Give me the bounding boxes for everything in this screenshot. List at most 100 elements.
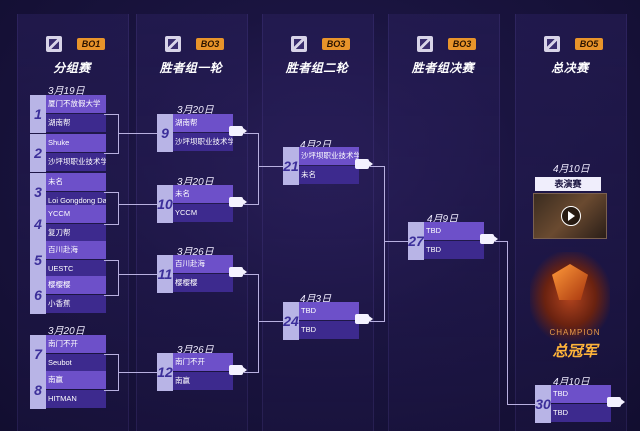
team-name: TBD xyxy=(551,404,611,422)
team-name: 沙坪坝职业技术学院 xyxy=(299,147,359,165)
exhibition-label: 表演赛 xyxy=(535,177,601,191)
match-card[interactable]: 21 沙坪坝职业技术学院 未名 xyxy=(283,147,373,185)
bracket-line xyxy=(258,133,259,205)
bracket-line xyxy=(244,372,258,373)
match-date: 4月10日 xyxy=(553,377,590,388)
dota-logo-icon xyxy=(417,36,433,52)
bracket-line xyxy=(104,260,118,261)
bracket-line xyxy=(118,114,119,154)
bracket-line xyxy=(244,133,258,134)
match-date: 3月20日 xyxy=(177,177,214,188)
team-name: 沙坪坝职业技术学院 xyxy=(173,133,233,151)
video-camera-icon[interactable] xyxy=(355,314,373,324)
match-card[interactable]: 27 TBD TBD xyxy=(408,222,498,260)
bracket-line xyxy=(258,321,283,322)
team-name: TBD xyxy=(551,385,611,403)
bracket-line xyxy=(118,260,119,296)
team-name: Seubot xyxy=(46,354,106,372)
bracket-line xyxy=(495,241,507,242)
bracket-line xyxy=(118,204,157,205)
match-card[interactable]: 4 YCCM 复刀帮 xyxy=(30,205,110,243)
bracket-line xyxy=(370,321,384,322)
match-number: 5 xyxy=(30,241,46,279)
exhibition-video[interactable] xyxy=(533,193,607,239)
round-header-1: BO1 分组赛 xyxy=(17,22,127,76)
match-number: 10 xyxy=(157,185,173,223)
bracket-line xyxy=(384,166,385,322)
bracket-line xyxy=(104,224,118,225)
team-name: HITMAN xyxy=(46,390,106,408)
match-number: 9 xyxy=(157,114,173,152)
bracket-line xyxy=(384,241,408,242)
match-date: 4月2日 xyxy=(300,140,332,151)
bo-badge: BO1 xyxy=(77,38,105,50)
team-name: 百川赴海 xyxy=(173,255,233,273)
video-camera-icon[interactable] xyxy=(229,126,247,136)
match-card[interactable]: 8 南赢 HITMAN xyxy=(30,371,110,409)
match-number: 2 xyxy=(30,134,46,172)
video-camera-icon[interactable] xyxy=(480,234,498,244)
bracket-line xyxy=(370,166,384,167)
team-name: 沙坪坝职业技术学院 xyxy=(46,153,106,171)
match-number: 27 xyxy=(408,222,424,260)
bracket-line xyxy=(104,153,118,154)
video-camera-icon[interactable] xyxy=(229,365,247,375)
team-name: TBD xyxy=(424,222,484,240)
bracket-line xyxy=(104,354,118,355)
round-title: 分组赛 xyxy=(53,61,91,75)
bo-badge: BO3 xyxy=(322,38,350,50)
team-name: 厦门不放假大学 xyxy=(46,95,106,113)
match-number: 30 xyxy=(535,385,551,423)
bracket-line xyxy=(104,390,118,391)
match-card[interactable]: 2 Shuke 沙坪坝职业技术学院 xyxy=(30,134,110,172)
dota-logo-icon xyxy=(544,36,560,52)
match-date: 3月20日 xyxy=(48,326,85,337)
match-date: 3月26日 xyxy=(177,247,214,258)
bo-badge: BO3 xyxy=(448,38,476,50)
bracket-line xyxy=(118,372,157,373)
team-name: Shuke xyxy=(46,134,106,152)
match-card[interactable]: 12 南门不开 南赢 xyxy=(157,353,247,391)
match-card[interactable]: 5 百川赴海 UESTC xyxy=(30,241,110,279)
round-title: 胜者组决赛 xyxy=(411,61,475,75)
match-card[interactable]: 24 TBD TBD xyxy=(283,302,373,340)
round-title: 总决赛 xyxy=(551,61,589,75)
bracket-line xyxy=(507,241,508,404)
bracket-line xyxy=(104,114,118,115)
bo-badge: BO3 xyxy=(196,38,224,50)
match-card[interactable]: 7 南门不开 Seubot xyxy=(30,335,110,373)
video-camera-icon[interactable] xyxy=(607,397,625,407)
video-camera-icon[interactable] xyxy=(229,197,247,207)
team-name: 樱樱樱 xyxy=(46,276,106,294)
match-card[interactable]: 1 厦门不放假大学 湖南帮 xyxy=(30,95,110,133)
match-date: 3月19日 xyxy=(48,86,85,97)
bracket-line xyxy=(104,295,118,296)
round-header-3: BO3 胜者组二轮 xyxy=(262,22,372,76)
play-icon[interactable] xyxy=(561,206,581,226)
team-name: 小香蕉 xyxy=(46,295,106,313)
bracket-line xyxy=(244,274,258,275)
match-number: 1 xyxy=(30,95,46,133)
match-number: 4 xyxy=(30,205,46,243)
match-card[interactable]: 6 樱樱樱 小香蕉 xyxy=(30,276,110,314)
match-number: 7 xyxy=(30,335,46,373)
team-name: 未名 xyxy=(173,185,233,203)
video-camera-icon[interactable] xyxy=(229,267,247,277)
match-number: 11 xyxy=(157,255,173,293)
match-card[interactable]: 11 百川赴海 樱樱樱 xyxy=(157,255,247,293)
team-name: UESTC xyxy=(46,260,106,278)
match-card[interactable]: 9 湖南帮 沙坪坝职业技术学院 xyxy=(157,114,247,152)
bo-badge: BO5 xyxy=(575,38,603,50)
bracket-line xyxy=(118,192,119,225)
dota-logo-icon xyxy=(291,36,307,52)
team-name: 未名 xyxy=(46,173,106,191)
team-name: 未名 xyxy=(299,166,359,184)
video-camera-icon[interactable] xyxy=(355,159,373,169)
team-name: 南门不开 xyxy=(46,335,106,353)
bracket-line xyxy=(507,404,535,405)
round-title: 胜者组一轮 xyxy=(159,61,223,75)
match-card[interactable]: 10 未名 YCCM xyxy=(157,185,247,223)
match-card[interactable]: 30 TBD TBD xyxy=(535,385,625,423)
dota-logo-icon xyxy=(165,36,181,52)
match-number: 12 xyxy=(157,353,173,391)
